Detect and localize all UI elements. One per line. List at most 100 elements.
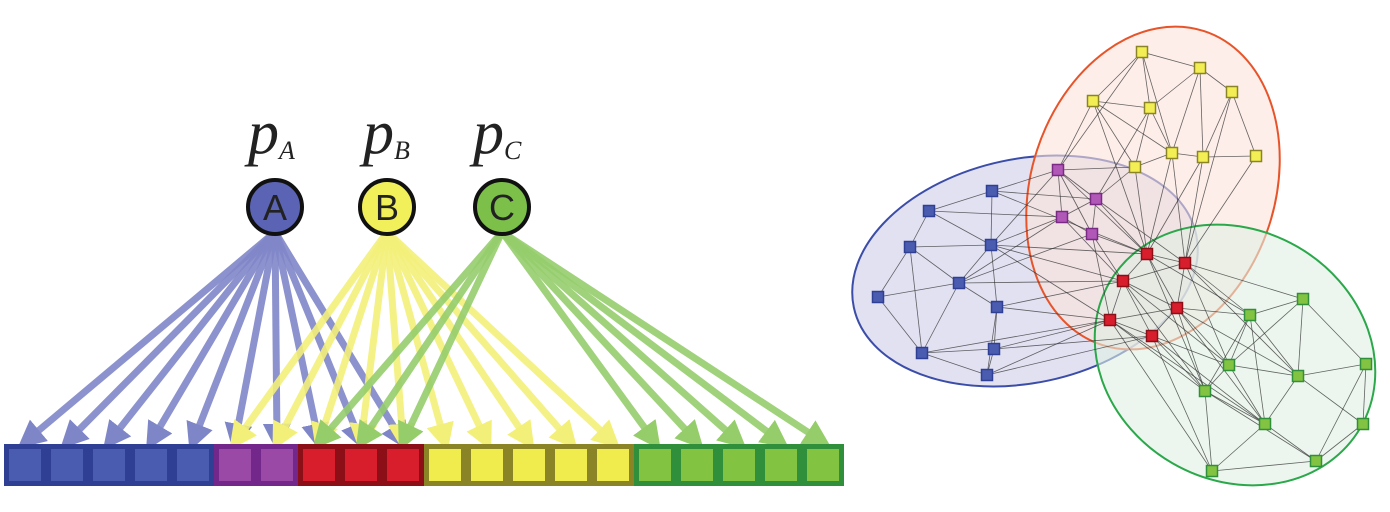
community-probability-labels: pA pB pC xyxy=(244,99,522,167)
network-node-green xyxy=(1309,454,1323,468)
network-edge xyxy=(877,246,911,298)
network-node-blue xyxy=(922,204,936,218)
network-node-red xyxy=(1116,274,1130,288)
membership-arrow-c-16 xyxy=(499,229,661,450)
prob-label-a: pA xyxy=(244,99,295,167)
network-edge xyxy=(1057,166,1136,171)
strip-node xyxy=(681,449,713,481)
membership-arrow-c-8 xyxy=(312,229,505,450)
membership-arrow-a-1 xyxy=(17,229,278,449)
network-edge xyxy=(993,319,1111,350)
network-node-red xyxy=(1145,329,1159,343)
network-node-blue xyxy=(871,290,885,304)
network-edge xyxy=(1057,51,1143,171)
network-edge xyxy=(1091,233,1111,321)
network-edge xyxy=(1249,314,1266,425)
network-node-blue xyxy=(990,300,1004,314)
network-node-yellow xyxy=(1193,61,1207,75)
network-edge xyxy=(1297,363,1367,377)
community-regions xyxy=(851,25,1377,487)
membership-arrow-b-13 xyxy=(384,230,535,451)
network-edge xyxy=(1184,262,1230,366)
network-edge xyxy=(993,335,1153,350)
network-node-yellow xyxy=(1135,45,1149,59)
membership-arrow-a-3 xyxy=(102,229,278,450)
network-edge xyxy=(1095,107,1151,200)
network-edge xyxy=(1199,67,1204,158)
community-circles: A B C xyxy=(246,178,531,236)
network-edge xyxy=(1362,363,1367,425)
prob-subscript-a: A xyxy=(277,136,295,165)
network-node-red xyxy=(1170,301,1184,315)
prob-label-c: pC xyxy=(469,99,522,167)
network-edge xyxy=(1176,307,1299,377)
network-node-yellow xyxy=(1143,101,1157,115)
network-edge xyxy=(1228,364,1299,377)
membership-arrow-a-2 xyxy=(60,229,278,449)
network-edge xyxy=(1057,100,1094,171)
membership-arrow-a-5 xyxy=(186,230,279,452)
network-edge xyxy=(1184,262,1251,316)
network-edge xyxy=(958,282,998,308)
network-edge xyxy=(1297,298,1304,377)
strip-node xyxy=(807,449,839,481)
network-edge xyxy=(1228,364,1266,425)
network-edge xyxy=(1264,423,1317,462)
community-letter-a: A xyxy=(263,187,287,228)
network-edge xyxy=(1141,51,1201,69)
network-node-green xyxy=(1222,358,1236,372)
network-edge xyxy=(1315,363,1367,462)
network-edge xyxy=(1122,262,1186,282)
membership-arrow-c-19 xyxy=(499,229,789,448)
strip-node xyxy=(387,449,419,481)
network-edge xyxy=(1211,423,1266,472)
strip-node xyxy=(429,449,461,481)
membership-arrow-b-12 xyxy=(383,230,492,451)
network-edge xyxy=(1228,298,1304,366)
network-edge xyxy=(921,348,995,354)
strip-node xyxy=(597,449,629,481)
membership-arrow-b-10 xyxy=(383,231,416,452)
strip-node xyxy=(93,449,125,481)
network-node-green xyxy=(1356,417,1370,431)
network-edge xyxy=(996,306,1111,321)
network-edge xyxy=(958,233,1093,284)
membership-arrow-b-9 xyxy=(349,231,391,452)
network-edge xyxy=(990,244,1124,282)
network-edge xyxy=(1095,166,1136,200)
prob-symbol-a: p xyxy=(244,99,279,167)
network-panel xyxy=(851,25,1377,487)
network-edge xyxy=(1231,91,1257,157)
network-node-blue xyxy=(984,238,998,252)
network-edge xyxy=(1057,169,1148,255)
network-edge xyxy=(1092,100,1136,168)
network-edge xyxy=(991,169,1059,192)
prob-subscript-b: B xyxy=(394,136,410,165)
network-node-yellow xyxy=(1165,146,1179,160)
membership-arrow-a-6 xyxy=(224,231,279,452)
community-circle-b xyxy=(358,178,416,236)
network-edge xyxy=(1134,166,1148,255)
network-edge xyxy=(921,352,988,376)
network-node-purple xyxy=(1085,227,1099,241)
network-edge xyxy=(1315,423,1364,462)
membership-arrow-b-15 xyxy=(384,229,621,449)
network-edge xyxy=(1302,298,1367,365)
network-edge xyxy=(1228,314,1251,366)
network-edge xyxy=(1204,314,1251,392)
network-edge xyxy=(909,244,992,248)
network-edge xyxy=(877,282,960,298)
network-edge xyxy=(928,190,993,212)
network-edge xyxy=(1184,91,1233,264)
prob-symbol-c: p xyxy=(469,99,504,167)
membership-arrow-a-7 xyxy=(262,231,291,452)
membership-arrow-c-9 xyxy=(355,230,505,451)
network-edge xyxy=(1057,169,1063,218)
network-edge xyxy=(877,296,923,354)
strip-node xyxy=(765,449,797,481)
network-edge xyxy=(1061,216,1124,282)
network-node-green xyxy=(1291,369,1305,383)
network-edge xyxy=(1176,307,1230,366)
community-letter-c: C xyxy=(489,187,515,228)
network-edge xyxy=(1176,262,1186,309)
